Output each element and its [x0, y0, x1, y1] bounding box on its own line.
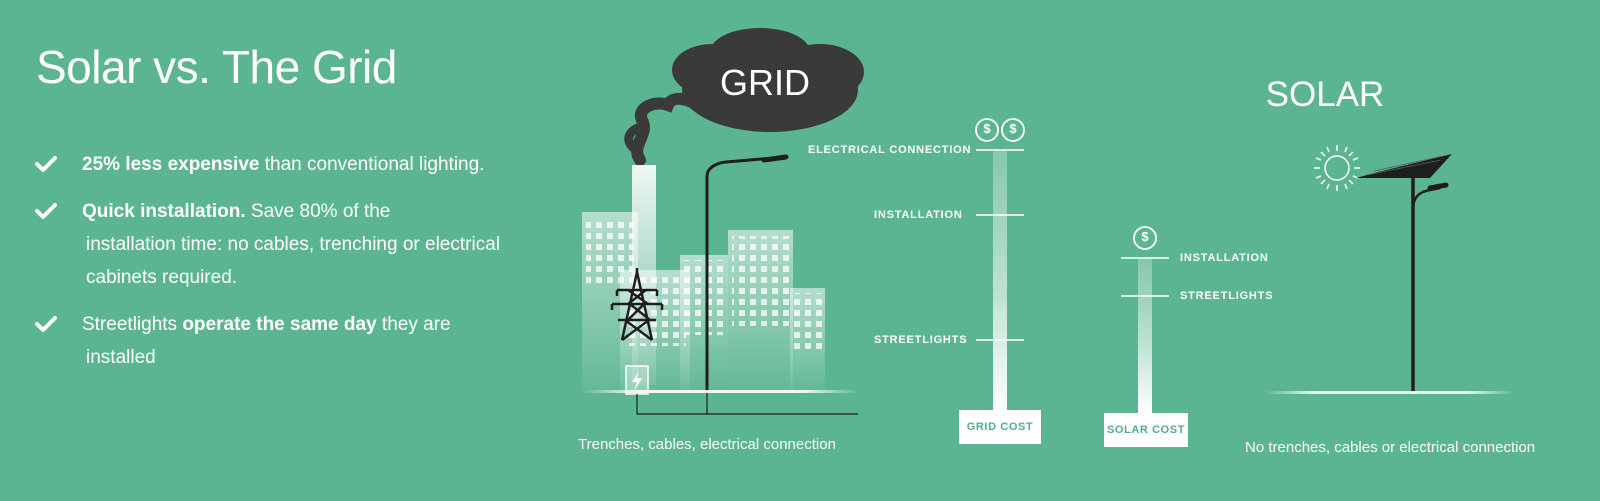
benefit-bold: operate the same day: [182, 314, 377, 335]
benefit-text: they are: [376, 314, 451, 335]
sun-icon: [1314, 145, 1360, 191]
power-tower-icon: [610, 268, 664, 342]
check-icon: [35, 316, 57, 332]
dollar-icon: [1133, 226, 1157, 250]
dollar-icon: [975, 118, 1025, 142]
grid-cost-bar: [976, 149, 1024, 410]
grid-cost-box: GRID COST: [959, 410, 1041, 444]
smoke-cloud-icon: [624, 28, 864, 166]
city-buildings: [582, 212, 825, 390]
check-icon: [35, 203, 57, 219]
solar-caption: No trenches, cables or electrical connec…: [1245, 439, 1536, 456]
lightning-icon: [632, 371, 642, 391]
benefit-item-installation: Quick installation. Save 80% of the inst…: [34, 195, 534, 294]
dollar-glyph: $: [1009, 121, 1017, 136]
benefit-continuation: installed: [86, 347, 156, 368]
benefit-bold: Quick installation.: [82, 201, 246, 222]
underground-cable: [636, 392, 858, 415]
solar-level-streetlights: STREETLIGHTS: [1180, 290, 1274, 302]
benefit-continuation: installation time: no cables, trenching …: [86, 234, 500, 288]
solar-ground: [1265, 391, 1515, 394]
grid-level-installation: INSTALLATION: [874, 209, 963, 221]
electrical-cabinet: [625, 365, 649, 395]
solar-cost-bar: [1121, 257, 1169, 413]
benefit-item-same-day: Streetlights operate the same day they a…: [34, 308, 534, 374]
solar-heading: SOLAR: [1265, 75, 1385, 114]
benefit-bold: 25% less expensive: [82, 154, 260, 175]
check-icon: [35, 156, 57, 172]
benefit-item-cost: 25% less expensive than conventional lig…: [34, 148, 534, 181]
solar-panel-icon: [1356, 154, 1452, 178]
benefits-list: 25% less expensive than conventional lig…: [34, 148, 534, 388]
benefit-text: Save 80% of the: [245, 201, 391, 222]
streetlight-icon: [1411, 178, 1449, 392]
benefit-text: than conventional lighting.: [259, 154, 485, 175]
streetlight-icon: [705, 154, 789, 392]
dollar-glyph: $: [983, 121, 991, 136]
grid-heading: GRID: [720, 62, 810, 103]
solar-level-installation: INSTALLATION: [1180, 252, 1269, 264]
dollar-glyph: $: [1141, 229, 1149, 244]
grid-level-streetlights: STREETLIGHTS: [874, 334, 968, 346]
grid-caption: Trenches, cables, electrical connection: [578, 436, 836, 453]
grid-ground: [580, 390, 860, 393]
benefit-pre: Streetlights: [82, 314, 183, 335]
page-title: Solar vs. The Grid: [36, 41, 397, 93]
solar-cost-box: SOLAR COST: [1104, 413, 1188, 447]
grid-level-electrical: ELECTRICAL CONNECTION: [808, 144, 972, 156]
